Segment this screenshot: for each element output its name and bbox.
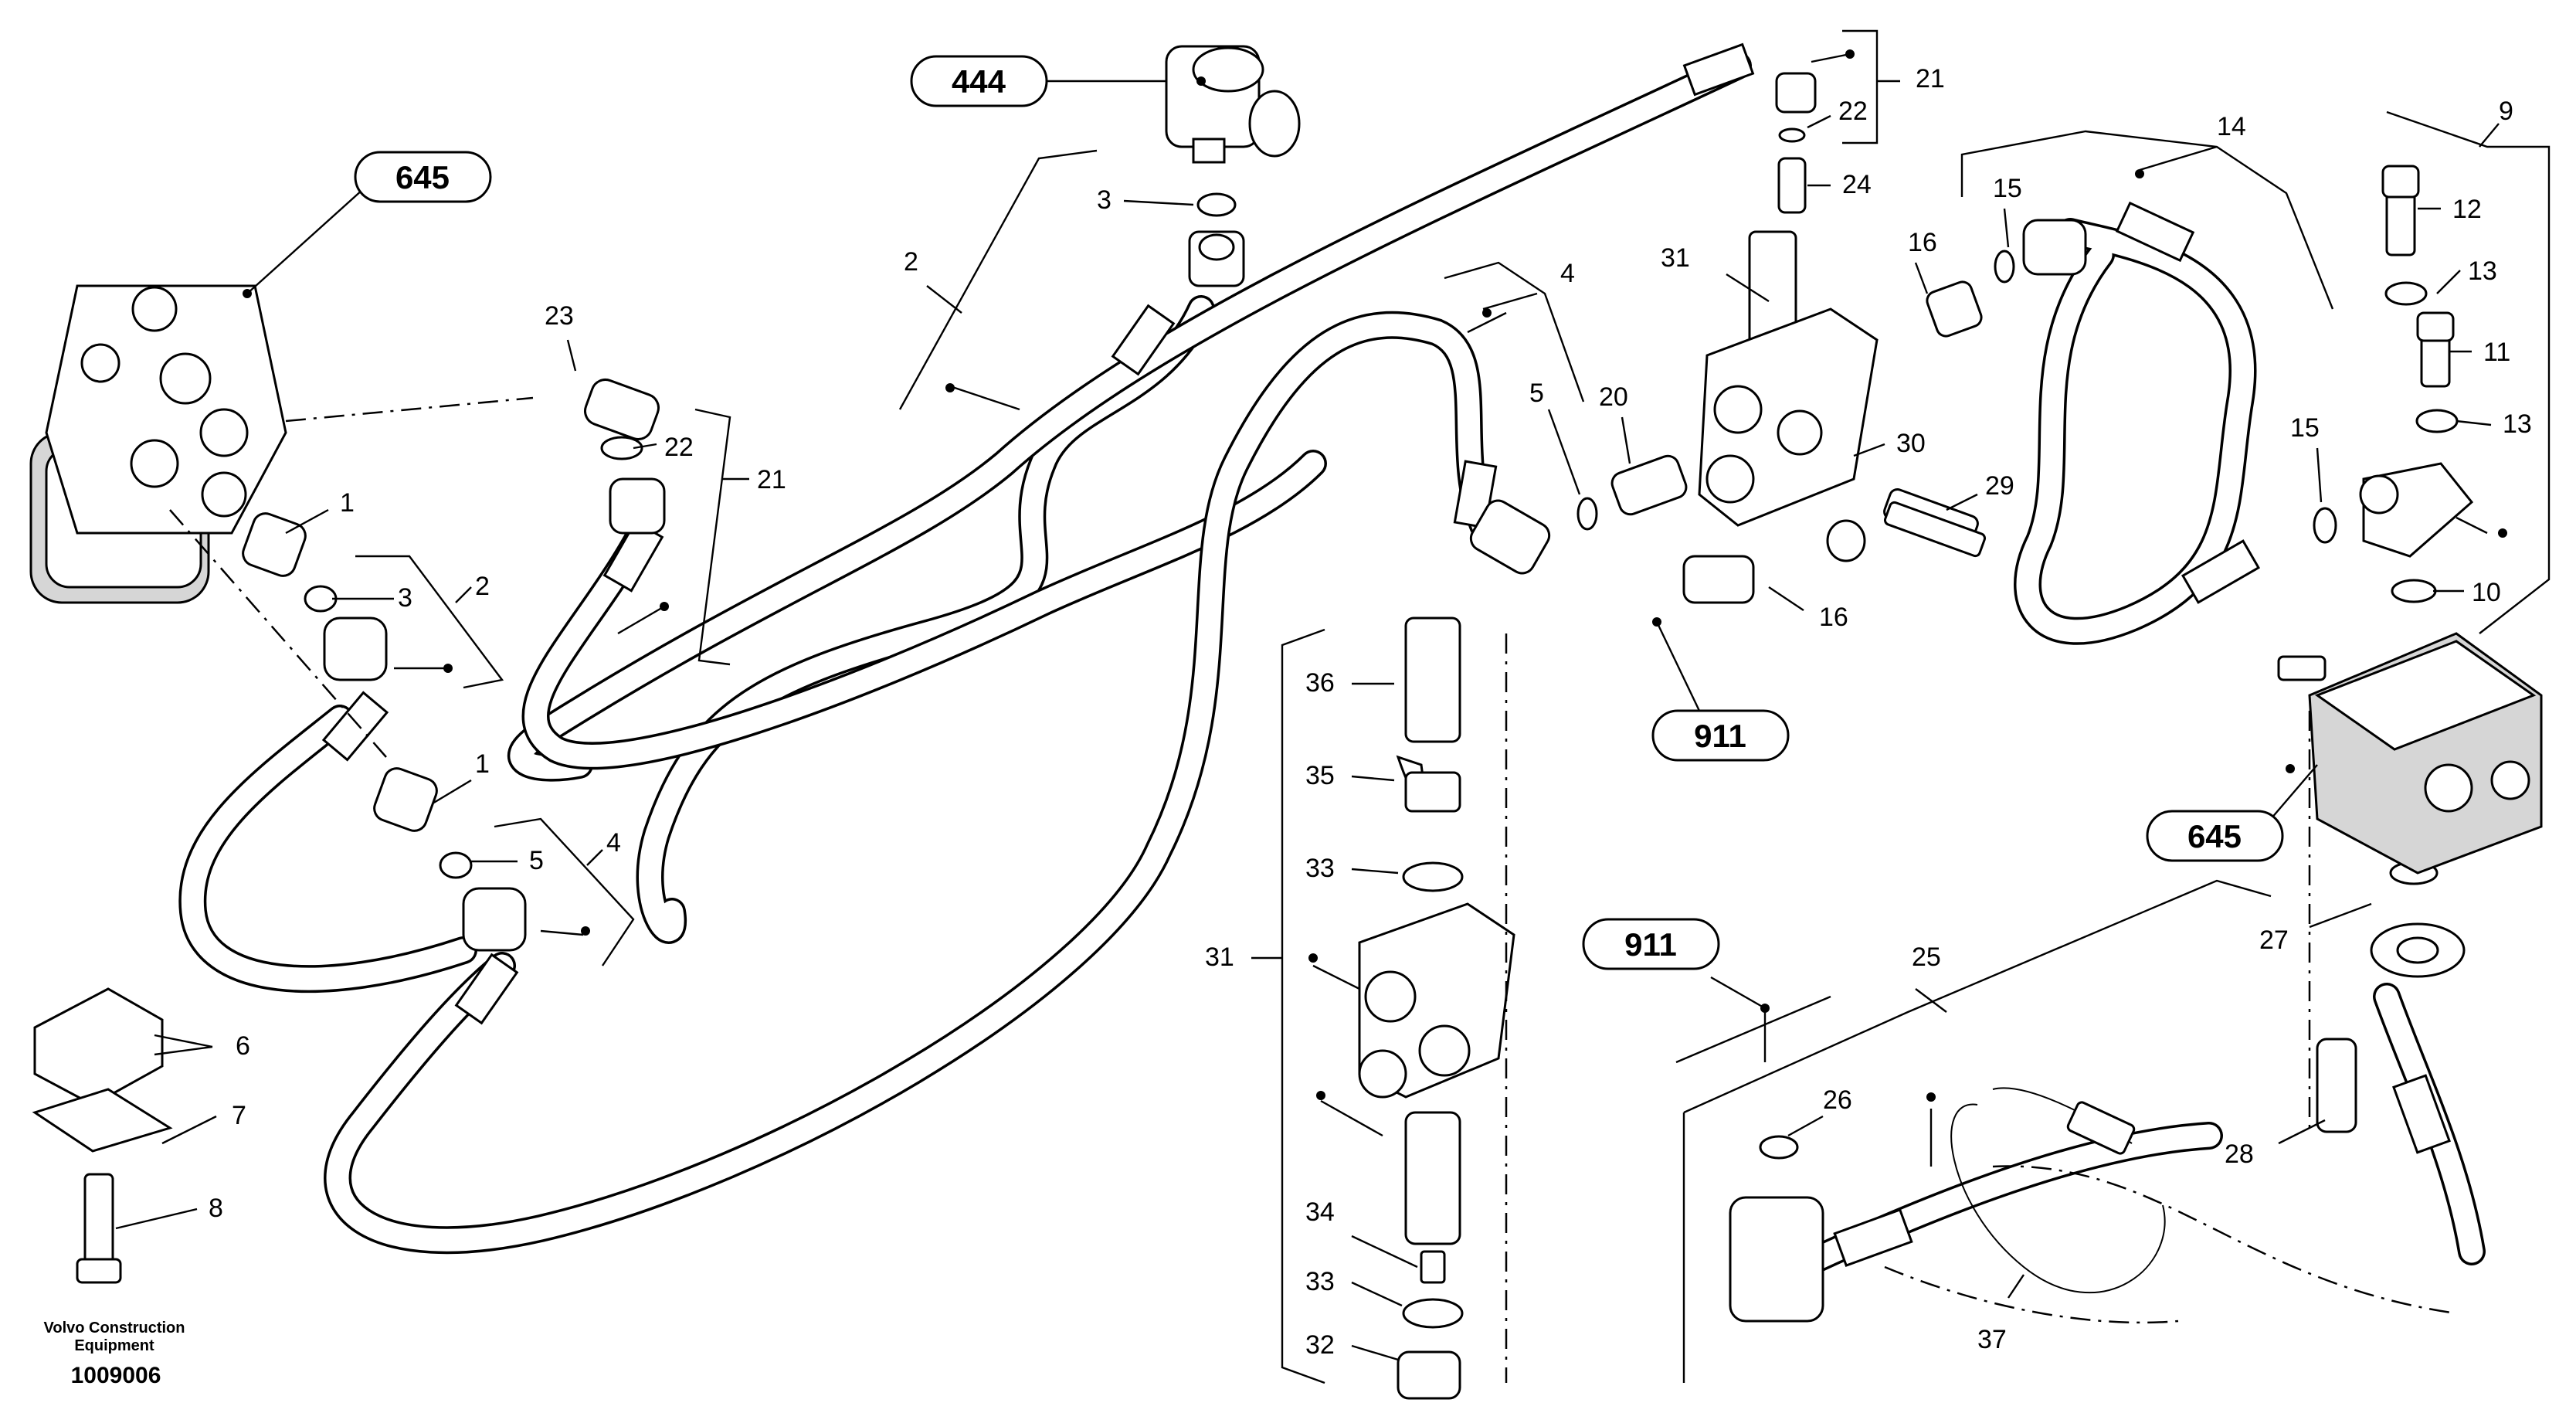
- center-lines: [169, 396, 2457, 1383]
- callout-3: 3: [1097, 185, 1112, 215]
- callout-13: 13: [2503, 409, 2532, 439]
- callout-20: 20: [1599, 382, 1628, 412]
- callout-34: 34: [1305, 1197, 1335, 1227]
- callout-33: 33: [1305, 854, 1335, 883]
- callout-10: 10: [2472, 578, 2501, 607]
- hose-21-long: [507, 52, 1752, 782]
- callout-21: 21: [757, 465, 786, 494]
- callout-28: 28: [2225, 1140, 2254, 1169]
- callout-27: 27: [2259, 926, 2289, 955]
- callout-6: 6: [236, 1031, 250, 1061]
- callout-37: 37: [1977, 1325, 2007, 1354]
- brand-line-2: Equipment: [74, 1337, 154, 1354]
- ref-box-911-top[interactable]: 911: [1651, 709, 1790, 762]
- callout-16: 16: [1908, 228, 1937, 257]
- reference-boxes: 645 444 911 911 645: [354, 55, 2284, 970]
- callout-35: 35: [1305, 761, 1335, 790]
- ref-box-645-top[interactable]: 645: [354, 151, 492, 203]
- callout-32: 32: [1305, 1330, 1335, 1360]
- clamp-37: [1950, 1087, 2166, 1293]
- callout-2: 2: [475, 572, 490, 601]
- callout-16: 16: [1819, 603, 1848, 632]
- leader-dots: [243, 49, 2507, 1102]
- callout-15: 15: [1993, 174, 2022, 203]
- callout-22: 22: [664, 433, 694, 462]
- callout-21: 21: [1916, 64, 1945, 93]
- callout-23: 23: [545, 301, 574, 331]
- callout-22: 22: [1838, 97, 1868, 126]
- flange-elbow: [2359, 462, 2474, 978]
- valve-block-31-exploded: [1358, 616, 1515, 1400]
- valve-block-31-upper: [1698, 230, 1879, 527]
- callout-numbers: 21 22 24 31 16 15 14 9 12 13 11 13 15 10…: [209, 64, 2532, 1360]
- callout-29: 29: [1985, 471, 2014, 501]
- callout-8: 8: [209, 1194, 223, 1223]
- hose-ferrules: [321, 42, 2451, 1267]
- hydraulic-pump: [2277, 632, 2543, 875]
- ref-box-911-bottom[interactable]: 911: [1582, 918, 1720, 970]
- callout-31: 31: [1661, 243, 1690, 273]
- ref-label: 911: [1694, 718, 1746, 754]
- callout-12: 12: [2452, 195, 2482, 224]
- footer: Volvo Construction Equipment 1009006: [44, 1320, 185, 1388]
- callout-11: 11: [2483, 338, 2510, 367]
- hoses: [178, 52, 2486, 1281]
- ref-box-444[interactable]: 444: [910, 55, 1048, 107]
- callout-9: 9: [2499, 97, 2513, 126]
- ref-label: 645: [395, 159, 450, 195]
- callout-4: 4: [606, 828, 621, 858]
- ref-label: 645: [2187, 818, 2242, 854]
- callout-15: 15: [2290, 413, 2320, 443]
- callout-13: 13: [2468, 256, 2497, 286]
- ref-label: 444: [952, 63, 1006, 100]
- callout-31: 31: [1205, 943, 1234, 972]
- callout-33: 33: [1305, 1267, 1335, 1296]
- ref-label: 911: [1624, 926, 1677, 963]
- hose-2-lower: [178, 705, 477, 994]
- callout-7: 7: [232, 1101, 246, 1130]
- callout-14: 14: [2217, 112, 2246, 141]
- drawing-number: 1009006: [71, 1363, 161, 1388]
- tee-fitting-444: [1165, 45, 1301, 164]
- ref-box-645-right[interactable]: 645: [2146, 810, 2284, 862]
- callout-3: 3: [398, 583, 412, 613]
- callout-5: 5: [529, 846, 544, 875]
- callout-30: 30: [1896, 429, 1926, 458]
- callout-1: 1: [475, 749, 490, 779]
- brand-line-1: Volvo Construction: [44, 1320, 185, 1337]
- callout-4: 4: [1560, 259, 1575, 288]
- callout-5: 5: [1529, 379, 1544, 408]
- callout-36: 36: [1305, 668, 1335, 698]
- callout-25: 25: [1912, 943, 1941, 972]
- small-fittings: [242, 72, 2439, 1323]
- callout-1: 1: [340, 488, 355, 518]
- callout-24: 24: [1842, 170, 1872, 199]
- leader-lines: [115, 29, 2551, 1384]
- callout-2: 2: [904, 247, 918, 277]
- callout-26: 26: [1823, 1085, 1852, 1115]
